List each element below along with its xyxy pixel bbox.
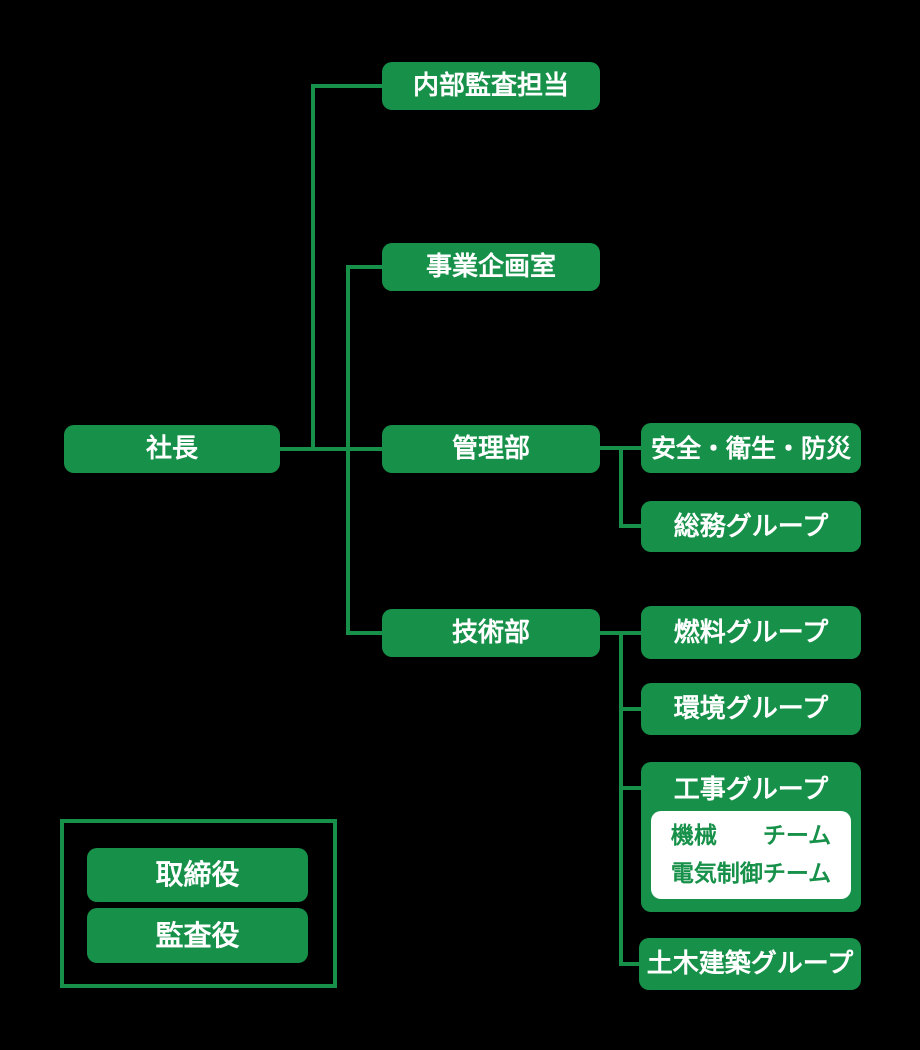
node-safety-label: 安全・衛生・防災 — [650, 433, 851, 463]
node-president: 社長 — [64, 425, 280, 473]
connector-general-affairs-stub — [619, 524, 641, 528]
connector-civil-stub — [619, 962, 641, 966]
node-directors-label: 取締役 — [155, 858, 240, 891]
node-fuel-group-label: 燃料グループ — [673, 617, 829, 648]
connector-tech-vertical — [619, 631, 623, 966]
connector-admin-vertical — [619, 446, 623, 528]
connector-vertical-audit — [311, 84, 315, 451]
node-safety: 安全・衛生・防災 — [641, 423, 861, 473]
node-civil-group: 土木建築グループ — [639, 938, 861, 990]
connector-tech-stub — [346, 631, 382, 635]
node-auditors-label: 監査役 — [155, 918, 240, 952]
board-frame — [60, 819, 337, 988]
connector-env-stub — [619, 707, 641, 711]
node-general-affairs: 総務グループ — [641, 501, 861, 552]
connector-audit-stub — [311, 84, 382, 88]
node-auditors: 監査役 — [87, 908, 308, 963]
node-business-planning: 事業企画室 — [382, 243, 600, 291]
node-env-group: 環境グループ — [641, 683, 861, 735]
node-admin-dept: 管理部 — [382, 425, 600, 473]
node-directors: 取締役 — [87, 848, 308, 902]
node-admin-dept-label: 管理部 — [451, 434, 530, 464]
team-electrical-control-label: 電気制御チーム — [670, 861, 832, 887]
node-internal-audit: 内部監査担当 — [382, 62, 600, 110]
construction-team-panel: 機械 チーム 電気制御チーム — [651, 811, 851, 899]
connector-president-admin — [280, 447, 382, 451]
node-internal-audit-label: 内部監査担当 — [412, 71, 569, 101]
node-civil-group-label: 土木建築グループ — [646, 949, 854, 979]
node-general-affairs-label: 総務グループ — [673, 511, 829, 542]
node-tech-dept-label: 技術部 — [451, 618, 530, 648]
node-construction-group: 工事グループ 機械 チーム 電気制御チーム — [641, 762, 861, 912]
connector-vertical-planning-tech — [346, 265, 350, 635]
connector-planning-stub — [346, 265, 382, 269]
node-tech-dept: 技術部 — [382, 609, 600, 657]
connector-construction-stub — [619, 786, 641, 790]
node-president-label: 社長 — [145, 434, 198, 464]
node-env-group-label: 環境グループ — [673, 694, 829, 724]
node-fuel-group: 燃料グループ — [641, 606, 861, 659]
node-construction-group-label: 工事グループ — [673, 774, 829, 805]
node-business-planning-label: 事業企画室 — [425, 252, 556, 282]
team-machinery-label: 機械 チーム — [670, 823, 832, 849]
